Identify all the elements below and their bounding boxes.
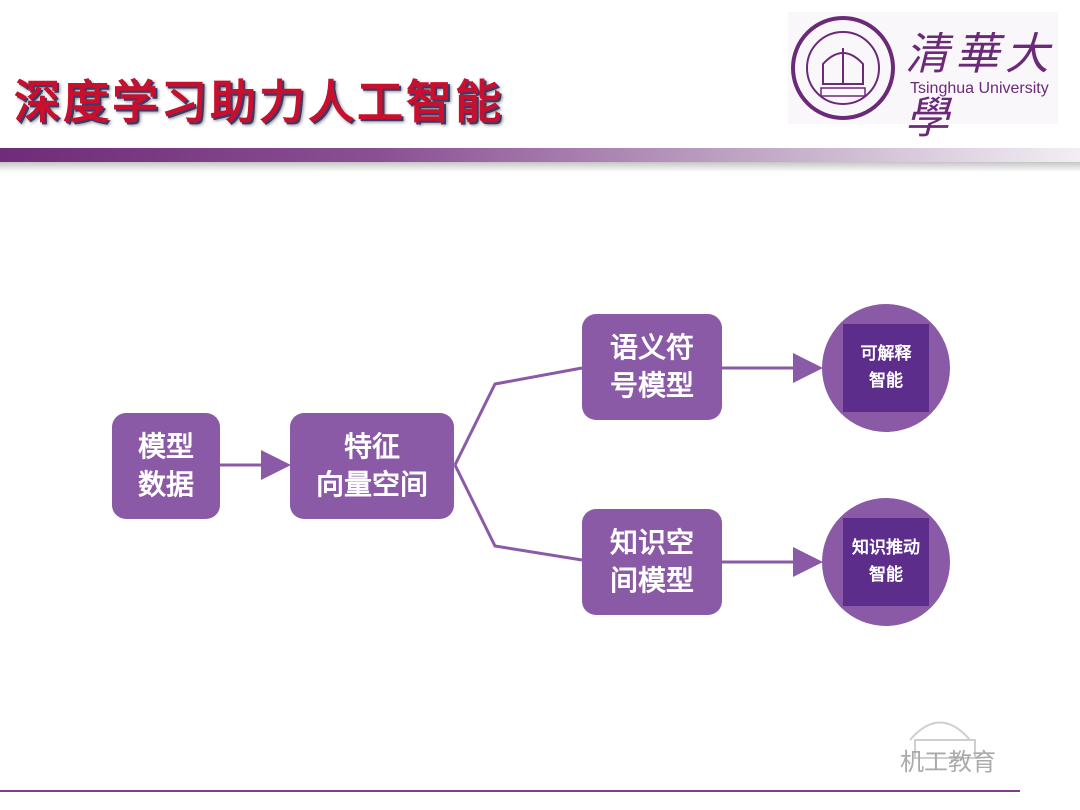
node-knowledge-model: 知识空 间模型 (582, 509, 722, 615)
branch-to-semantic (453, 366, 583, 466)
header-band (0, 148, 1080, 162)
branch-to-knowledge (453, 464, 583, 562)
university-name-cn: 清華大學 (905, 29, 1055, 144)
university-logo (788, 12, 1058, 124)
footer-line (0, 790, 1020, 792)
watermark-building-icon (909, 721, 976, 759)
node-explainable-ai-label: 可解释 智能 (843, 324, 929, 412)
watermark-text: 机工教育 (900, 748, 996, 776)
node-explainable-ai: 可解释 智能 (822, 304, 950, 432)
tsinghua-seal-icon (791, 16, 895, 120)
node-feature-space: 特征 向量空间 (290, 413, 454, 519)
node-semantic-model: 语义符 号模型 (582, 314, 722, 420)
node-knowledge-ai: 知识推动 智能 (822, 498, 950, 626)
node-model-data: 模型 数据 (112, 413, 220, 519)
university-name-en: Tsinghua University (910, 80, 1049, 97)
node-knowledge-ai-label: 知识推动 智能 (843, 518, 929, 606)
header-band-shadow (0, 162, 1080, 172)
slide-title: 深度学习助力人工智能 (14, 75, 504, 129)
